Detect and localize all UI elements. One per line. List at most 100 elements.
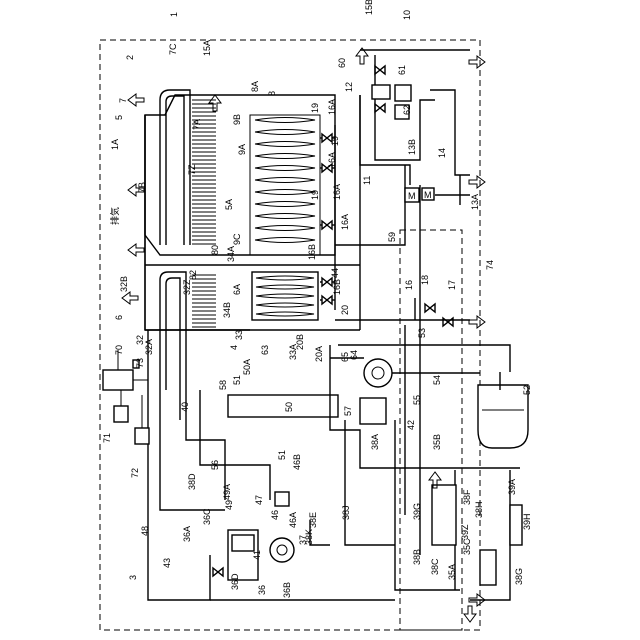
valve-icon[interactable] xyxy=(375,104,385,112)
mixing-valve-60[interactable] xyxy=(372,85,390,99)
remote-controller-70[interactable] xyxy=(103,370,133,390)
callout-label-51a: 51 xyxy=(232,375,242,385)
callout-label-16B2: 16B xyxy=(332,279,342,295)
flow-arrow-icon xyxy=(128,94,144,106)
callout-label-41: 41 xyxy=(252,550,262,560)
callout-label-36C: 36C xyxy=(202,508,212,525)
callout-label-10: 10 xyxy=(402,10,412,20)
callout-label-15A: 15A xyxy=(202,40,212,56)
callout-label-58: 58 xyxy=(218,380,228,390)
callout-label-42: 42 xyxy=(406,420,416,430)
callout-label-36A: 36A xyxy=(182,526,192,542)
callout-label-32B: 32B xyxy=(119,276,129,292)
callout-label-70: 70 xyxy=(114,345,124,355)
callout-label-13A: 13A xyxy=(470,194,480,210)
callout-label-55: 55 xyxy=(412,395,422,405)
callout-label-14: 14 xyxy=(437,148,447,158)
callout-label-72: 72 xyxy=(130,468,140,478)
callout-label-74: 74 xyxy=(485,260,495,270)
callout-label-18: 18 xyxy=(420,275,430,285)
burner-flame xyxy=(255,238,315,243)
fin-array-32Z xyxy=(192,275,216,327)
callout-label-16B1: 16B xyxy=(307,244,317,260)
valve-icon[interactable] xyxy=(322,278,332,286)
valve-icon[interactable] xyxy=(322,221,332,229)
callout-label-59: 59 xyxy=(387,232,397,242)
callout-label-33A: 33A xyxy=(288,344,298,360)
callout-label-38A: 38A xyxy=(370,434,380,450)
callout-label-16: 16 xyxy=(404,280,414,290)
callout-label-38C: 38C xyxy=(430,558,440,575)
callout-label-32Z: 32Z xyxy=(182,279,192,295)
callout-label-15B: 15B xyxy=(364,0,374,15)
callout-label-9C: 9C xyxy=(232,233,242,245)
remote-controller-72[interactable] xyxy=(135,428,149,444)
valve-icon[interactable] xyxy=(425,304,435,312)
burner-flame xyxy=(255,130,315,135)
callout-label-38H: 38H xyxy=(474,501,484,518)
burner-flame xyxy=(255,202,315,207)
callout-label-48: 48 xyxy=(140,526,150,536)
pipe-38D xyxy=(160,390,225,510)
valve-icon[interactable] xyxy=(213,568,223,576)
callout-label-7C: 7C xyxy=(168,43,178,55)
heat-exchanger-57 xyxy=(360,398,386,424)
callout-label-38E: 38E xyxy=(308,512,318,528)
valve-icon[interactable] xyxy=(375,66,385,74)
circulation-pump-55 xyxy=(364,359,392,387)
valve-manifold-38F xyxy=(432,485,456,545)
callout-label-65: 65 xyxy=(340,352,350,362)
callout-label-39G: 39G xyxy=(412,503,422,520)
outlet-pipe-13A xyxy=(435,175,470,205)
main-burner-bank xyxy=(255,118,315,243)
primary-heat-exchanger-coil xyxy=(160,90,190,245)
callout-label-39Z: 39Z xyxy=(460,524,470,540)
callout-label-49A: 49A xyxy=(222,484,232,500)
callout-label-38F: 38F xyxy=(462,489,472,505)
burner-flame xyxy=(255,226,315,231)
flow-arrow-icon xyxy=(469,176,485,188)
callout-label-47: 47 xyxy=(254,495,264,505)
callout-label-8: 8 xyxy=(267,91,277,96)
callout-label-5: 5 xyxy=(114,115,124,120)
burner-manifold-9B xyxy=(250,115,320,255)
bathtub-52 xyxy=(478,385,528,448)
callout-label-63: 63 xyxy=(260,345,270,355)
callout-label-17: 17 xyxy=(447,280,457,290)
callout-label-34A: 34A xyxy=(226,246,236,262)
callout-label-38K: 38K xyxy=(304,529,314,545)
callout-label-20: 20 xyxy=(340,305,350,315)
filter-39H xyxy=(510,505,522,545)
callout-label-53: 53 xyxy=(417,328,427,338)
callout-label-34B: 34B xyxy=(222,302,232,318)
valve-46[interactable] xyxy=(275,492,289,506)
callout-label-9B: 9B xyxy=(232,114,242,125)
callout-label-6A: 6A xyxy=(232,284,242,295)
return-pipe xyxy=(430,90,470,175)
callout-label-35B: 35B xyxy=(432,434,442,450)
exhaust-label: 排気 xyxy=(109,207,120,225)
tank-36C xyxy=(232,535,254,551)
callout-label-4: 4 xyxy=(229,345,239,350)
remote-controller-71[interactable] xyxy=(114,406,128,422)
callout-label-19c: 19 xyxy=(310,190,320,200)
callout-label-12: 12 xyxy=(344,82,354,92)
callout-label-36B: 36B xyxy=(282,582,292,598)
callout-label-7B: 7B xyxy=(137,182,147,193)
callout-label-16A1: 16A xyxy=(327,99,337,115)
valve-icon[interactable] xyxy=(443,318,453,326)
callout-label-38B: 38B xyxy=(412,549,422,565)
callout-label-39H: 39H xyxy=(522,513,532,530)
callout-label-52: 52 xyxy=(522,385,532,395)
flow-arrow-icon xyxy=(122,292,138,304)
callout-label-7A: 7A xyxy=(192,119,202,130)
valve-icon[interactable] xyxy=(322,296,332,304)
callout-label-54: 54 xyxy=(432,375,442,385)
tank-50 xyxy=(228,395,338,417)
callout-label-36: 36 xyxy=(257,585,267,595)
flow-arrow-icon xyxy=(469,316,485,328)
callout-label-1A: 1A xyxy=(110,139,120,150)
callout-label-32A: 32A xyxy=(144,339,154,355)
